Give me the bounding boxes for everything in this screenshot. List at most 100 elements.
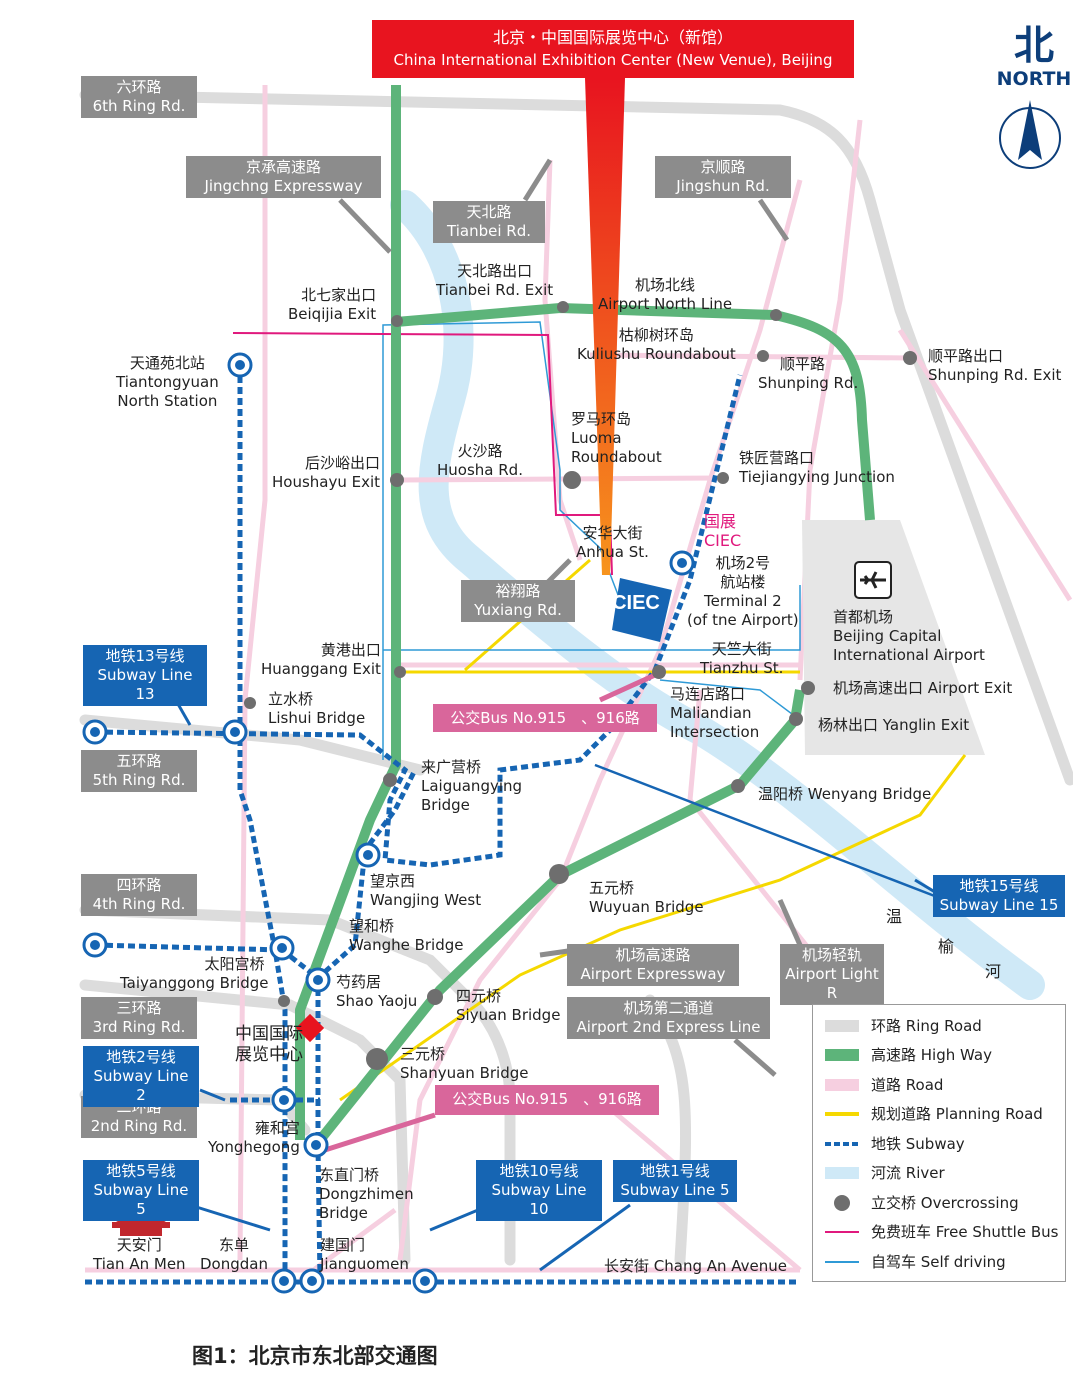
legend-overcross-swatch (834, 1195, 850, 1211)
wanghe-cn: 望和桥 (349, 917, 395, 935)
airport-light-en: Airport Light R (785, 965, 879, 1002)
taiyanggong-cn: 太阳宫桥 (204, 955, 265, 973)
siyuan-en: Siyuan Bridge (456, 1006, 561, 1024)
legend-highway-swatch (825, 1049, 859, 1061)
wuyuan-en: Wuyuan Bridge (589, 898, 704, 916)
tianbei-overcross (557, 301, 569, 313)
river-char-3: 河 (985, 962, 1002, 981)
huanggang-en: Huanggang Exit (261, 660, 381, 678)
wangjing-cn: 望京西 (370, 872, 416, 890)
label-yanglin: 杨林出口 Yanglin Exit (818, 716, 969, 735)
bus-callouts (324, 672, 657, 1153)
station-dongdan (271, 1268, 297, 1294)
dongdan-en: Dongdan (200, 1255, 268, 1273)
dongzhimen-en2: Bridge (319, 1204, 368, 1222)
luoma-en1: Luoma (571, 429, 622, 447)
jianguomen-en: Jianguomen (320, 1255, 409, 1273)
wuyuan-overcross (549, 864, 569, 884)
tianzhu-cn: 天竺大街 (711, 640, 772, 658)
airport-light-cn: 机场轻轨 (801, 946, 862, 964)
jingshun-cn: 京顺路 (700, 158, 746, 176)
laiguangying-en2: Bridge (421, 796, 470, 814)
line1-en: Subway Line 5 (620, 1181, 730, 1199)
station-tiantongyuan (227, 352, 253, 378)
laiguangying-overcross (383, 773, 397, 787)
river-char-2: 榆 (938, 937, 955, 956)
huosha-en: Huosha Rd. (437, 461, 523, 479)
tianbei-exit-cn: 天北路出口 (457, 262, 533, 280)
ring2-en: 2nd Ring Rd. (90, 1117, 188, 1135)
anhua-cn: 安华大街 (582, 524, 643, 542)
shunping-exit-cn: 顺平路出口 (928, 347, 1004, 365)
sanyuan-overcross (366, 1048, 388, 1070)
legend-highway-text: 高速路 High Way (871, 1046, 992, 1064)
airport-2nd-cn: 机场第二通道 (623, 999, 714, 1017)
siyuan-cn: 四元桥 (456, 987, 502, 1005)
label-changan: 长安街 Chang An Avenue (604, 1257, 787, 1276)
yuxiang-en: Yuxiang Rd. (474, 601, 562, 619)
line10-cn: 地铁10号线 (499, 1162, 579, 1180)
old-ciec-cn2: 展览中心 (235, 1045, 303, 1065)
label-wenyang: 温阳桥 Wenyang Bridge (758, 785, 931, 804)
airport-en2: International Airport (833, 646, 985, 664)
ciec-marker-text: CIEC (612, 592, 660, 614)
tiejiangying-overcross (717, 472, 729, 484)
station-lishui (222, 719, 248, 745)
compass-needle-icon (999, 100, 1061, 169)
station-jianguomen (299, 1268, 325, 1294)
tianzhu-overcross (652, 665, 666, 679)
wenyang-en: Wenyang Bridge (807, 785, 932, 803)
tiejiangying-cn: 铁匠营路口 (739, 449, 815, 467)
shaoyaoju-en: Shao Yaoju (336, 992, 418, 1010)
beiqijia-overcross (391, 315, 403, 327)
airport-en1: Beijing Capital (833, 627, 942, 645)
lishui-en: Lishui Bridge (268, 709, 366, 727)
wanghe-en: Wanghe Bridge (349, 936, 464, 954)
airport-cn: 首都机场 (833, 608, 894, 626)
huanggang-overcross (394, 666, 406, 678)
ring4-en: 4th Ring Rd. (92, 895, 186, 913)
t2-cn2: 航站楼 (720, 573, 766, 591)
venue-pointer-arrow (585, 78, 625, 575)
kuliushu-en: Kuliushu Roundabout (577, 345, 736, 363)
houshayu-overcross (390, 473, 404, 487)
shunping-cn: 顺平路 (780, 355, 826, 373)
overcrossings (244, 301, 917, 1070)
bus-label-bottom: 公交Bus No.915 、916路 (435, 1085, 659, 1115)
maliandian-en2: Intersection (670, 723, 760, 741)
houshayu-cn: 后沙峪出口 (305, 454, 381, 472)
airport-2nd-en: Airport 2nd Express Line (576, 1018, 761, 1036)
kuliushu-overcross (757, 350, 769, 362)
wangjing-en: Wangjing West (370, 891, 482, 909)
dongzhimen-en1: Dongzhimen (319, 1185, 414, 1203)
tiejiangying-en: Tiejiangying Junction (739, 468, 895, 486)
legend-self-text: 自驾车 Self driving (871, 1253, 1006, 1271)
changan-cn: 长安街 (604, 1257, 650, 1275)
subway-stations (82, 352, 695, 1294)
shaoyaoju-cn: 芍药居 (336, 973, 382, 991)
yanglin-overcross (789, 712, 803, 726)
airport-expressway-cn: 机场高速路 (615, 946, 691, 964)
tianbei-cn: 天北路 (466, 203, 512, 221)
label-old-ciec: 中国国际展览中心 (235, 1024, 303, 1066)
